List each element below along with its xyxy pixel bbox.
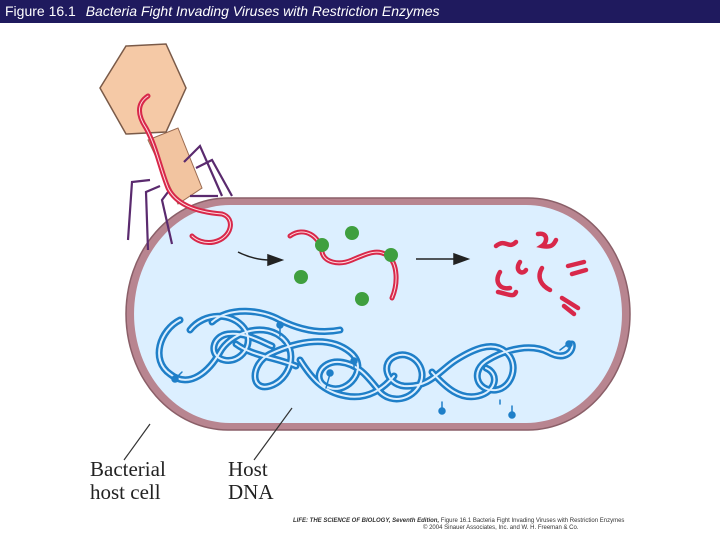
host-dna-label: Host DNA: [228, 458, 274, 504]
bacterial-cell: [125, 197, 631, 431]
restriction-enzyme: [384, 248, 398, 262]
label-line: Bacterial: [90, 457, 166, 481]
figure-caption: Bacteria Fight Invading Viruses with Res…: [85, 3, 440, 19]
restriction-enzyme: [355, 292, 369, 306]
label-line: DNA: [228, 480, 274, 504]
restriction-enzyme: [345, 226, 359, 240]
bacterial-host-cell-label: Bacterial host cell: [90, 458, 166, 504]
phage-head: [99, 43, 187, 135]
restriction-enzyme: [294, 270, 308, 284]
label-leaders: [123, 407, 293, 461]
restriction-enzymes: [294, 226, 398, 306]
copyright-credit: LIFE: THE SCIENCE OF BIOLOGY, Seventh Ed…: [293, 518, 624, 532]
phage-tail: [147, 127, 203, 205]
title-bar: Figure 16.1 Bacteria Fight Invading Viru…: [0, 0, 720, 23]
phage-tail-fibers: [126, 144, 233, 251]
viral-dna-fragments: [493, 231, 589, 317]
restriction-enzyme: [315, 238, 329, 252]
label-line: Host: [228, 457, 268, 481]
figure-number: Figure 16.1: [5, 3, 76, 19]
bacteriophage: [99, 43, 233, 251]
credit-figure: Figure 16.1 Bacteria Fight Invading Viru…: [440, 518, 625, 524]
label-line: host cell: [90, 480, 161, 504]
credit-copyright: © 2004 Sinauer Associates, Inc. and W. H…: [423, 525, 579, 531]
process-arrows: [237, 251, 471, 267]
credit-book: LIFE: THE SCIENCE OF BIOLOGY, Seventh Ed…: [293, 518, 440, 524]
host-dna: [155, 307, 576, 419]
